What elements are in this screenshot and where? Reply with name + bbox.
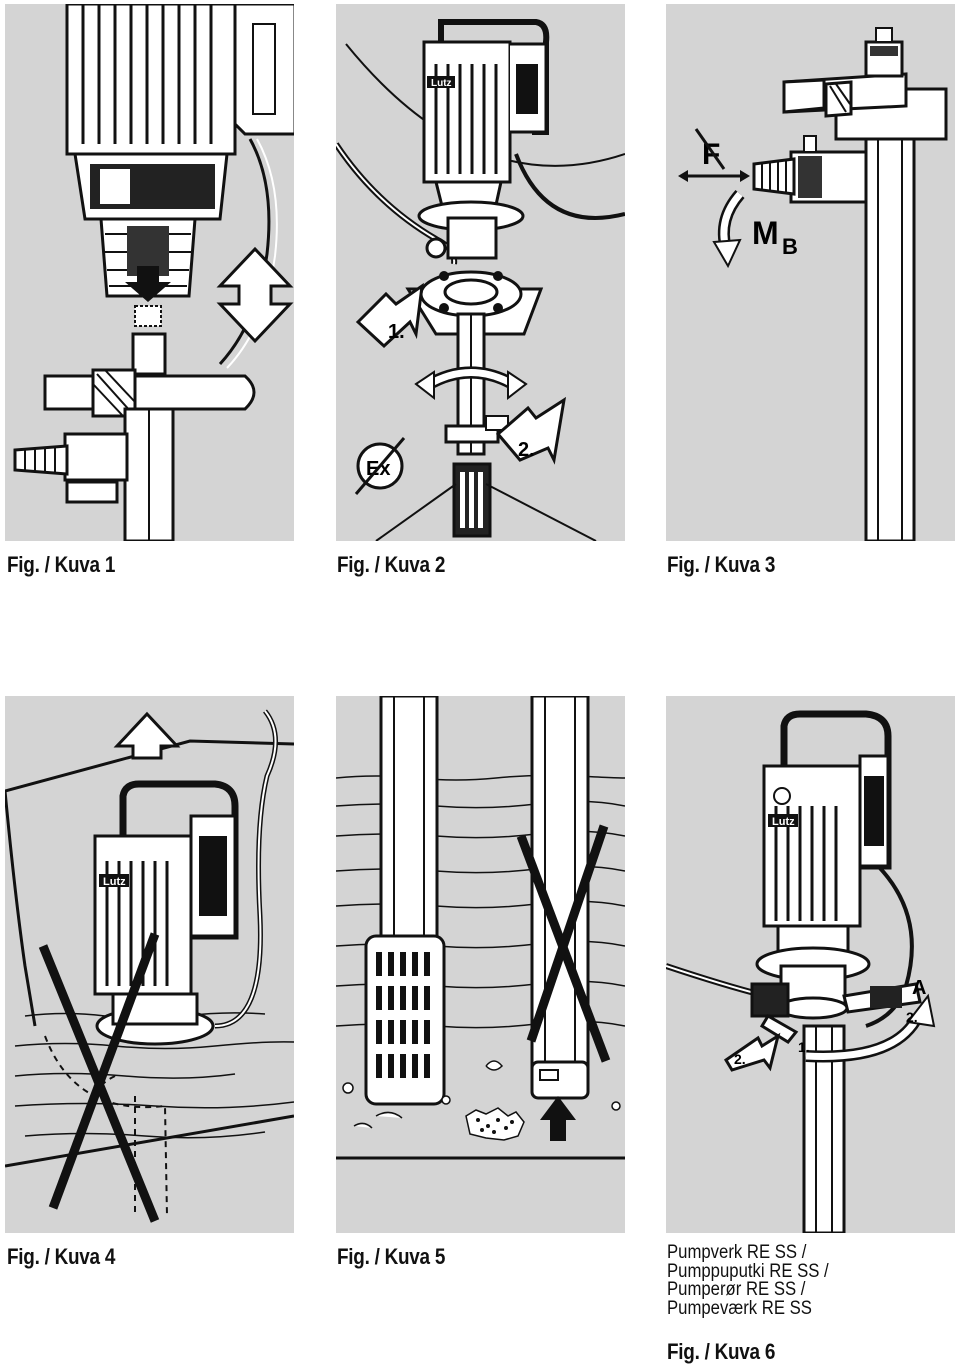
figure-3-moment-subscript: B bbox=[782, 234, 798, 259]
figure-6-caption: Fig. / Kuva 6 bbox=[667, 1339, 776, 1364]
figure-6-panel: Lutz A 2. 2. 1. bbox=[666, 696, 955, 1233]
figure-3-panel: F M B bbox=[666, 4, 955, 541]
note-line: Pumpeværk RE SS bbox=[667, 1297, 812, 1319]
figure-2-panel: Lutz 1. 2. bbox=[336, 4, 625, 541]
note-line: Pumpverk RE SS / bbox=[667, 1242, 807, 1263]
figure-6-step-label-1: 1. bbox=[798, 1039, 810, 1055]
figure-5-illustration bbox=[336, 696, 625, 1233]
figure-2-illustration: Lutz 1. 2. bbox=[336, 4, 625, 541]
figure-3-caption: Fig. / Kuva 3 bbox=[667, 552, 776, 577]
figure-6-label-a: A bbox=[912, 977, 926, 999]
note-line: Pumppuputki RE SS / bbox=[667, 1260, 829, 1282]
figure-4-panel: Lutz bbox=[5, 696, 294, 1233]
figure-5-panel bbox=[336, 696, 625, 1233]
figure-3-moment-label: M bbox=[752, 215, 779, 251]
figure-6-brand-plate: Lutz bbox=[772, 816, 795, 828]
figure-3-illustration: F M B bbox=[666, 4, 955, 541]
figure-4-caption: Fig. / Kuva 4 bbox=[7, 1244, 116, 1269]
figure-6-note: Pumpverk RE SS / Pumppuputki RE SS / Pum… bbox=[667, 1242, 829, 1319]
figure-2-brand-plate: Lutz bbox=[431, 78, 452, 89]
figure-1-panel bbox=[5, 4, 294, 541]
figure-2-step-label-1: 1. bbox=[388, 321, 405, 343]
figure-1-caption: Fig. / Kuva 1 bbox=[7, 552, 116, 577]
figure-6-step-label-2-right: 2. bbox=[906, 1009, 918, 1025]
figure-4-illustration: Lutz bbox=[5, 696, 294, 1233]
figure-6-illustration: Lutz A 2. 2. 1. bbox=[666, 696, 955, 1233]
figure-2-step-label-2: 2. bbox=[518, 439, 535, 461]
figure-5-caption: Fig. / Kuva 5 bbox=[337, 1244, 446, 1269]
figure-4-brand-plate: Lutz bbox=[103, 876, 126, 888]
note-line: Pumperør RE SS / bbox=[667, 1279, 806, 1300]
figure-2-caption: Fig. / Kuva 2 bbox=[337, 552, 446, 577]
figure-1-illustration bbox=[5, 4, 294, 541]
figure-6-step-label-2-left: 2. bbox=[734, 1051, 746, 1067]
